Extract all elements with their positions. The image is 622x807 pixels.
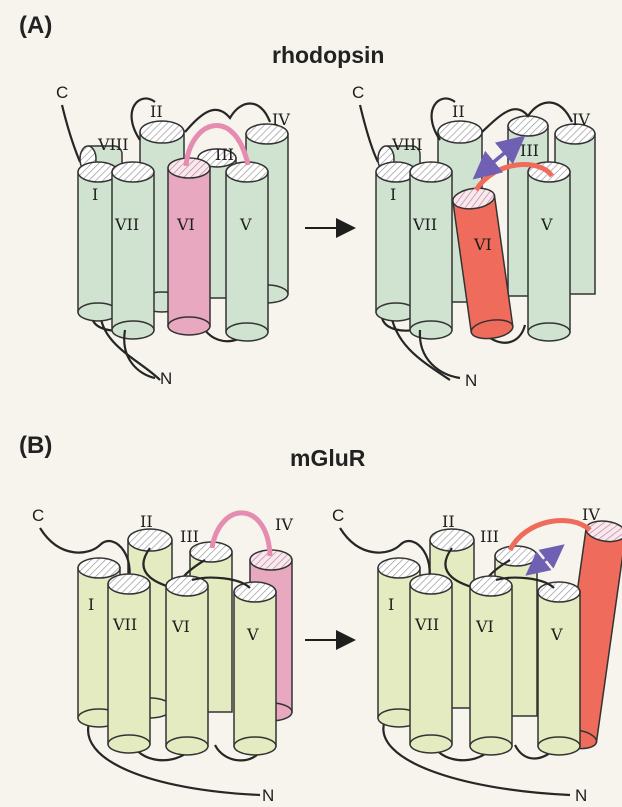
helix-label-III: III bbox=[480, 527, 499, 546]
mglur-inactive: C N II III IV V VI VII I bbox=[32, 506, 293, 805]
helix-label-II: II bbox=[140, 512, 153, 531]
helix-label-I: I bbox=[388, 595, 394, 614]
helix-label-II: II bbox=[442, 512, 455, 531]
helix-label-V: V bbox=[540, 215, 553, 234]
helix-label-VII: VII bbox=[414, 615, 439, 634]
helix-VII bbox=[410, 574, 452, 753]
rhodopsin-inactive: C N II III IV V VI VII I VIII bbox=[56, 83, 290, 388]
helix-VII bbox=[112, 162, 154, 339]
helix-label-VI: VI bbox=[176, 215, 195, 234]
helix-label-III: III bbox=[180, 527, 199, 546]
helix-label-III: III bbox=[520, 141, 539, 160]
helix-label-VII: VII bbox=[114, 215, 139, 234]
mglur-active: C N II III IV V VI VII I bbox=[332, 505, 622, 805]
c-terminus-label: C bbox=[56, 83, 68, 102]
helix-label-VI: VI bbox=[171, 617, 190, 636]
helix-label-I: I bbox=[92, 185, 98, 204]
helix-label-III: III bbox=[215, 145, 234, 164]
loop-III-IV-active bbox=[510, 520, 590, 550]
c-terminus-label: C bbox=[32, 506, 44, 525]
n-terminus-label: N bbox=[575, 786, 587, 805]
helix-label-IV: IV bbox=[582, 505, 600, 524]
helix-V bbox=[226, 162, 268, 341]
helix-VII bbox=[410, 162, 452, 339]
helix-label-VIII: VIII bbox=[391, 135, 423, 154]
n-terminus-label: N bbox=[160, 369, 172, 388]
helix-label-VII: VII bbox=[112, 615, 137, 634]
helix-V bbox=[234, 582, 276, 755]
helix-VI bbox=[470, 576, 512, 755]
helix-label-II: II bbox=[150, 102, 163, 121]
helix-label-VII: VII bbox=[412, 215, 437, 234]
n-terminus-label: N bbox=[465, 371, 477, 390]
helix-VII bbox=[108, 574, 150, 753]
helix-label-V: V bbox=[550, 625, 563, 644]
helix-label-IV: IV bbox=[275, 515, 293, 534]
helix-label-VI: VI bbox=[475, 617, 494, 636]
helix-VI-inactive bbox=[168, 158, 210, 335]
helix-label-VI: VI bbox=[473, 235, 492, 254]
helix-label-V: V bbox=[239, 215, 252, 234]
helix-V bbox=[538, 582, 580, 755]
helix-VI-active bbox=[451, 186, 514, 341]
helix-label-II: II bbox=[452, 102, 465, 121]
rhodopsin-active: C N II III IV V VI VII I VIII bbox=[352, 83, 595, 390]
n-terminus-label: N bbox=[262, 786, 274, 805]
helix-label-I: I bbox=[88, 595, 94, 614]
helix-label-V: V bbox=[246, 625, 259, 644]
helix-V bbox=[528, 162, 570, 341]
helix-VI bbox=[166, 576, 208, 755]
helix-label-VIII: VIII bbox=[97, 135, 129, 154]
helix-label-I: I bbox=[390, 185, 396, 204]
helix-label-IV: IV bbox=[272, 110, 290, 129]
helix-label-IV: IV bbox=[572, 110, 590, 129]
c-terminus-label: C bbox=[332, 506, 344, 525]
c-terminus-label: C bbox=[352, 83, 364, 102]
